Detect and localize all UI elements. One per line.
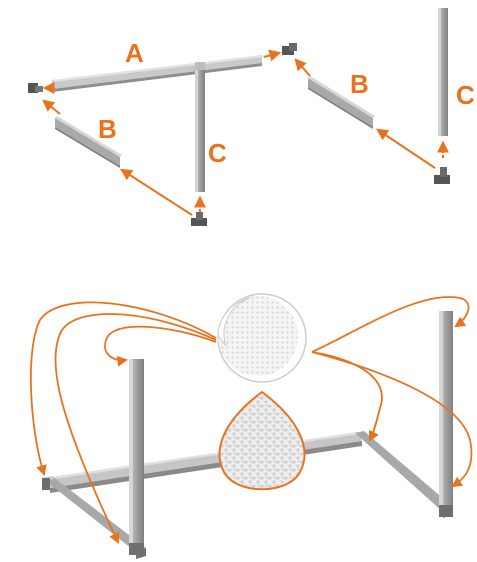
assembled-frame-view xyxy=(30,293,473,559)
arrow-to-left-end-outer xyxy=(30,301,217,477)
bar-c-center xyxy=(195,70,205,192)
t-connector-c-center xyxy=(191,212,207,226)
arrow-b-left-up xyxy=(42,99,61,115)
frame-left-upright xyxy=(129,359,144,555)
arrow-b-right-up xyxy=(294,58,311,77)
bar-c-right xyxy=(438,8,448,136)
bar-a xyxy=(52,55,264,92)
t-connector-c-right xyxy=(434,167,450,184)
arrow-b-left-to-t xyxy=(119,168,193,216)
arrow-to-left-end-inner xyxy=(54,313,217,544)
corner-connector-a-left xyxy=(28,83,43,93)
velcro-dots-icon xyxy=(214,293,307,383)
arrow-to-right-side xyxy=(311,351,473,488)
arrow-to-right-upright-top xyxy=(311,296,470,353)
frame-right-upright xyxy=(439,311,453,517)
velcro-texture-icon xyxy=(218,390,306,491)
t-joint xyxy=(195,62,205,72)
exploded-parts-view: A C B B xyxy=(28,8,475,226)
corner-connector-a-right xyxy=(282,43,297,55)
label-b-right: B xyxy=(350,69,369,99)
bar-b-left xyxy=(55,116,122,168)
patch-arrows xyxy=(30,296,473,544)
frame-right-side-bar xyxy=(355,431,452,518)
label-b-left: B xyxy=(98,114,117,144)
bar-b-right xyxy=(308,76,375,129)
arrow-to-left-upright xyxy=(104,325,217,367)
label-a: A xyxy=(125,38,144,68)
frame-end-cap-left xyxy=(42,478,50,490)
arrow-b-right-to-t xyxy=(376,128,436,169)
label-c-right: C xyxy=(456,80,475,110)
arrow-to-right-end xyxy=(311,351,383,442)
arrow-a-right xyxy=(263,49,282,62)
label-c-center: C xyxy=(208,138,227,168)
